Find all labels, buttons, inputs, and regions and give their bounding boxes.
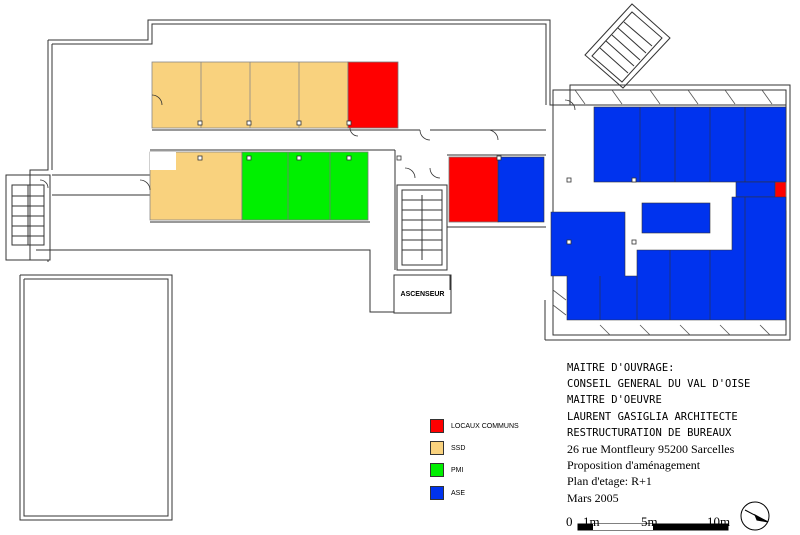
title-line: RESTRUCTURATION DE BUREAUX xyxy=(567,426,732,439)
title-line: LAURENT GASIGLIA ARCHITECTE xyxy=(567,410,738,423)
north-arrow-icon xyxy=(740,501,770,531)
legend-swatch xyxy=(430,486,444,500)
title-line: MAITRE D'OUVRAGE: xyxy=(567,362,675,374)
column-markers xyxy=(197,120,637,245)
wall-hatching xyxy=(552,89,773,336)
date-line: Mars 2005 xyxy=(567,490,619,505)
scale-label-0: 0 xyxy=(566,514,573,529)
title-block: MAITRE D'OUVRAGE: CONSEIL GENERAL DU VAL… xyxy=(567,360,750,506)
title-line: CONSEIL GENERAL DU VAL D'OISE xyxy=(567,378,751,391)
ssd-zone xyxy=(149,61,349,221)
corridor-walls xyxy=(52,104,786,270)
legend-swatch xyxy=(430,419,444,433)
scale-label-10m: 10m xyxy=(707,514,731,529)
scale-label-1m: 1m xyxy=(583,514,600,529)
staircase-top-right xyxy=(584,3,671,89)
ascenseur-label: ASCENSEUR xyxy=(400,291,445,298)
scale-bar xyxy=(577,523,729,531)
staircase-left xyxy=(5,174,51,261)
legend-label: PMI xyxy=(451,466,464,474)
legend-swatch xyxy=(430,441,444,455)
legend-item-locaux-communs: LOCAUX COMMUNS xyxy=(430,419,519,433)
ase-zone xyxy=(497,106,787,321)
proposal-line: Proposition d'aménagement xyxy=(567,458,701,473)
pmi-zone xyxy=(241,151,369,221)
legend-item-pmi: PMI xyxy=(430,463,463,477)
doors xyxy=(39,94,576,191)
title-line: MAITRE D'OEUVRE xyxy=(567,394,662,407)
legend-label: LOCAUX COMMUNS xyxy=(451,422,519,430)
legend-label: ASE xyxy=(451,489,466,497)
locaux-communs-zone xyxy=(347,61,787,223)
legend-item-ase: ASE xyxy=(430,486,465,500)
address-line: 26 rue Montfleury 95200 Sarcelles xyxy=(567,442,735,457)
floor-line: Plan d'etage: R+1 xyxy=(567,474,652,489)
legend-label: SSD xyxy=(451,444,466,452)
legend-item-ssd: SSD xyxy=(430,441,465,455)
scale-label-5m: 5m xyxy=(641,514,658,529)
legend-swatch xyxy=(430,463,444,477)
